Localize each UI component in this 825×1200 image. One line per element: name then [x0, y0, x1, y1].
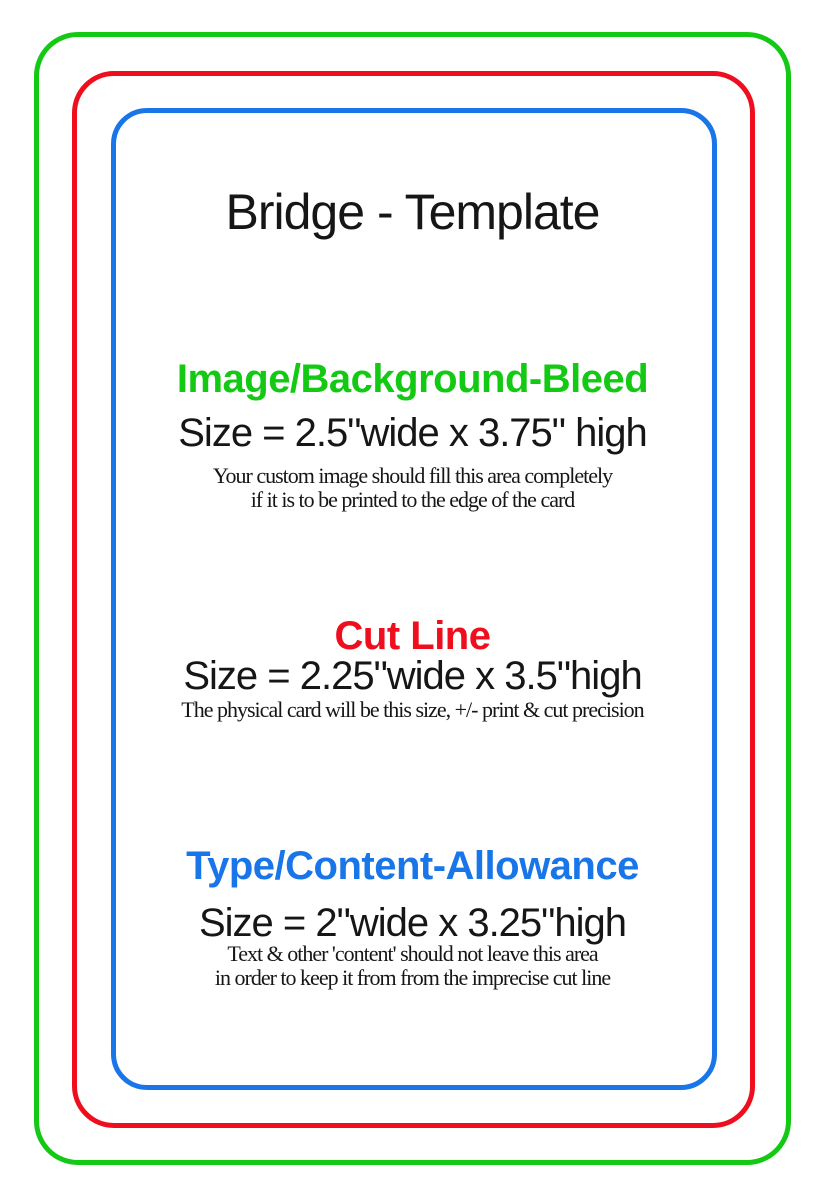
bleed-section-heading: Image/Background-Bleed	[176, 357, 649, 401]
bleed-description-line: if it is to be printed to the edge of th…	[250, 487, 576, 512]
cut-line-size-line: Size = 2.25"wide x 3.5"high	[183, 654, 642, 698]
cut-line-description-line: The physical card will be this size, +/-…	[181, 697, 644, 722]
content-allowance-section-heading: Type/Content-Allowance	[186, 844, 639, 888]
cut-line-outline	[72, 71, 755, 1128]
bleed-description: Your custom image should fill this area …	[0, 464, 825, 512]
cut-line-description: The physical card will be this size, +/-…	[0, 698, 825, 722]
content-allowance-description: Text & other 'content' should not leave …	[0, 942, 825, 990]
content-allowance-description-line: Text & other 'content' should not leave …	[227, 941, 598, 966]
bleed-description-line: Your custom image should fill this area …	[212, 463, 613, 488]
content-allowance-outline	[111, 108, 717, 1090]
content-allowance-description-line: in order to keep it from from the imprec…	[214, 965, 611, 990]
bleed-size-line: Size = 2.5"wide x 3.75" high	[178, 411, 647, 455]
image-bleed-outline	[34, 32, 791, 1165]
page-title: Bridge - Template	[225, 184, 601, 240]
content-allowance-size-line: Size = 2"wide x 3.25"high	[198, 901, 627, 945]
cut-line-section-heading: Cut Line	[334, 614, 491, 658]
